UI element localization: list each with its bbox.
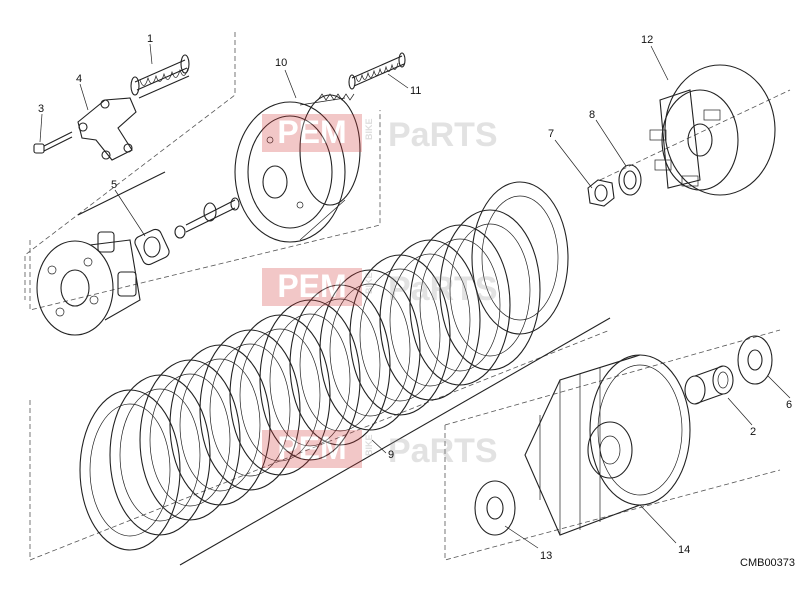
watermark-brand-left: PEM [277, 430, 346, 466]
watermark-logo-middle: PEM BIKE PaRTS [262, 268, 498, 308]
callout-4: 4 [76, 73, 82, 85]
watermark-brand-small: BIKE [364, 272, 374, 294]
bolt-part-3 [33, 131, 73, 154]
leader-lines [39, 43, 791, 549]
watermark-brand-left: PEM [277, 114, 346, 150]
watermark-brand-small: BIKE [364, 434, 374, 456]
drawing-code: CMB00373 [740, 557, 795, 569]
clutch-hub-part-12 [649, 64, 776, 196]
drum-part-10 [234, 93, 361, 243]
callout-2: 2 [750, 426, 756, 438]
washer-part-8 [618, 164, 642, 196]
nut-part-7 [587, 179, 615, 207]
callout-14: 14 [678, 544, 690, 556]
bushing-part-2 [684, 365, 734, 405]
pushrod-part-5 [77, 171, 240, 266]
callout-12: 12 [641, 34, 653, 46]
callout-3: 3 [38, 103, 44, 115]
spring-part-1 [130, 54, 190, 99]
callout-7: 7 [548, 128, 554, 140]
pressure-hub [36, 231, 141, 336]
spring-part-11 [348, 52, 406, 90]
watermark-logo-bottom: PEM BIKE PaRTS [262, 430, 498, 470]
callout-5: 5 [111, 179, 117, 191]
clutch-plate-stack-part-9 [79, 181, 611, 566]
callout-13: 13 [540, 550, 552, 562]
callout-labels: 1 2 3 4 5 6 7 8 9 10 11 12 13 14 [38, 33, 792, 562]
callout-6: 6 [786, 399, 792, 411]
washer-part-13 [474, 480, 516, 536]
callout-1: 1 [147, 33, 153, 45]
callout-10: 10 [275, 57, 287, 69]
callout-9: 9 [388, 449, 394, 461]
washer-part-6 [737, 335, 773, 385]
watermark-brand-left: PEM [277, 268, 346, 304]
plate-part-4 [77, 97, 137, 161]
watermark-brand-right: PaRTS [388, 432, 498, 470]
watermark-brand-right: PaRTS [388, 116, 498, 154]
watermark-logo-top: PEM BIKE PaRTS [262, 114, 498, 154]
watermark-brand-small: BIKE [364, 118, 374, 140]
callout-11: 11 [410, 85, 421, 97]
callout-8: 8 [589, 109, 595, 121]
watermark-brand-right: PaRTS [388, 270, 498, 308]
clutch-basket-part-14 [524, 354, 691, 536]
